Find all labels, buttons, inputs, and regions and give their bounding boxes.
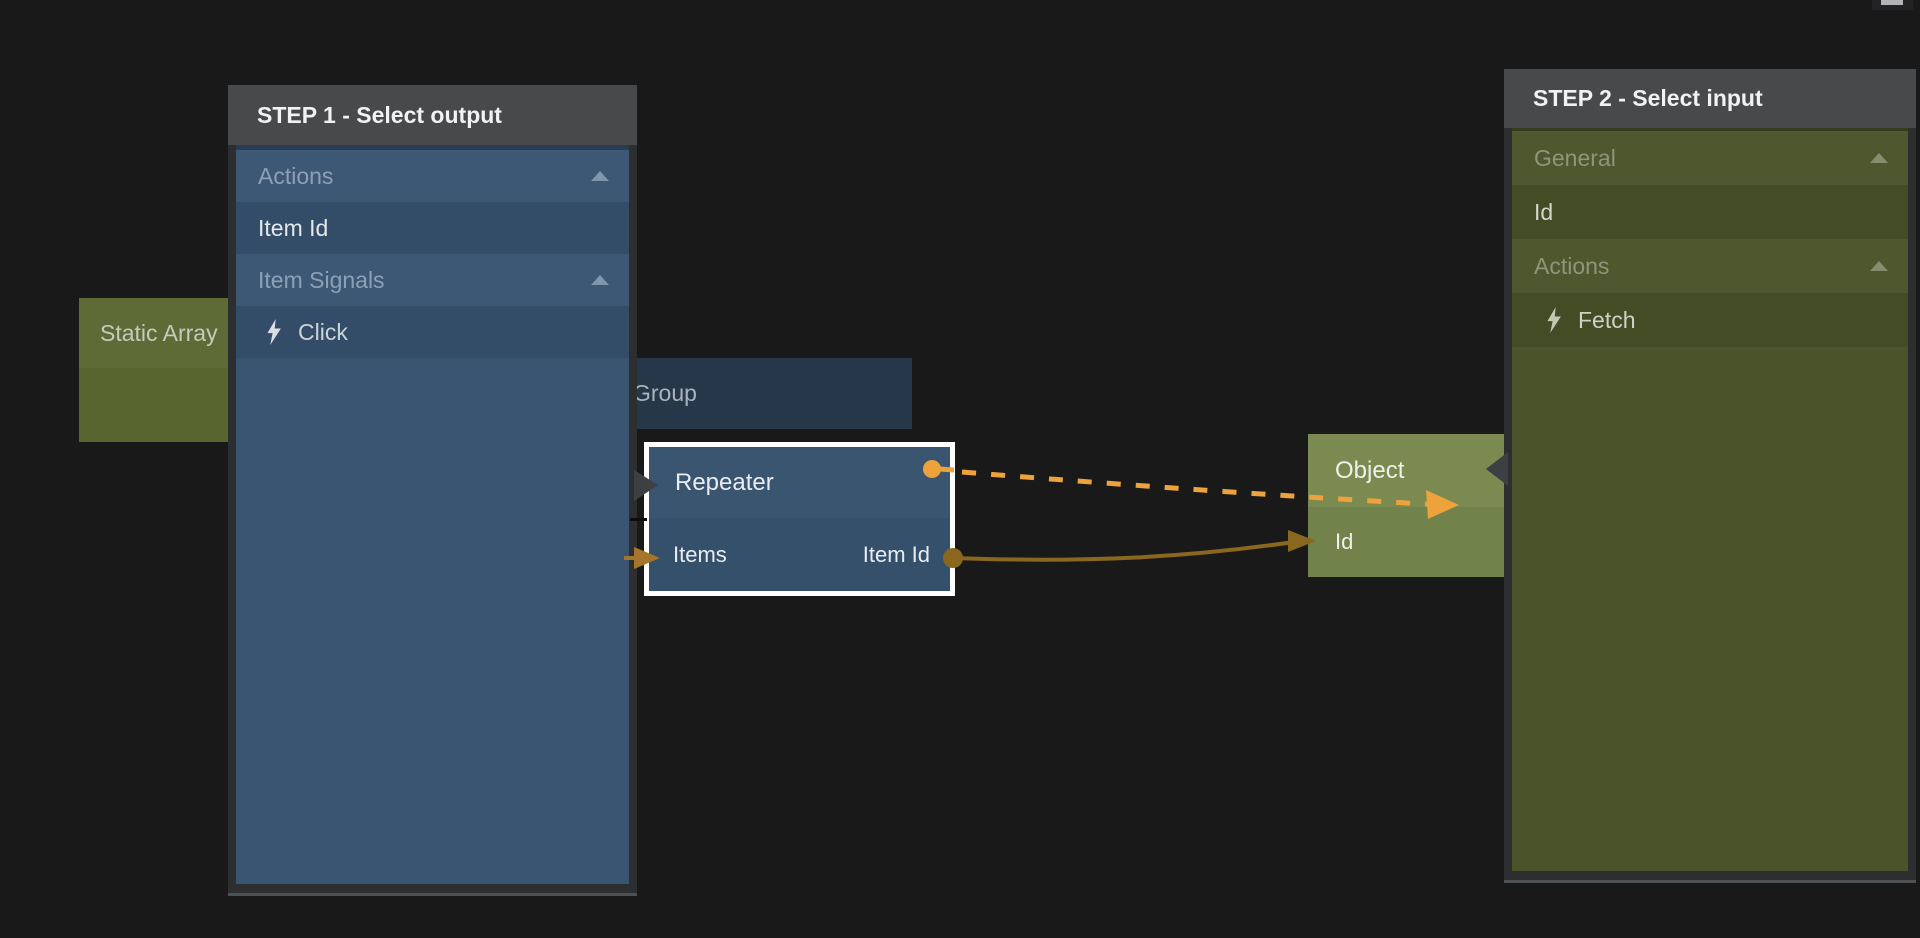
node-title: Repeater — [675, 468, 774, 496]
node-static-array[interactable]: Static Array — [79, 298, 249, 442]
row-item-id[interactable]: Item Id — [236, 202, 629, 254]
lightning-icon — [1547, 307, 1561, 333]
row-item-signals-section[interactable]: Item Signals — [236, 254, 629, 306]
node-repeater-header: Repeater — [649, 447, 950, 518]
row-label: General — [1534, 144, 1616, 171]
row-label: Actions — [258, 162, 334, 189]
node-object-header: Object — [1308, 434, 1505, 507]
step1-output-picker-panel: STEP 1 - Select output Actions Item Id I… — [228, 85, 637, 893]
node-group[interactable]: Group — [608, 358, 912, 429]
node-object[interactable]: Object Id — [1308, 434, 1505, 577]
row-fetch-signal[interactable]: Fetch — [1512, 293, 1908, 347]
chevron-up-icon — [1870, 153, 1888, 163]
step1-panel-title: STEP 1 - Select output — [257, 101, 502, 128]
lightning-icon — [267, 319, 281, 345]
node-title: Static Array — [100, 319, 218, 346]
step2-panel-title: STEP 2 - Select input — [1533, 85, 1763, 111]
node-repeater-ports: Items Item Id — [649, 518, 950, 591]
port-items[interactable]: Items — [673, 541, 727, 567]
step2-panel-body: General Id Actions Fetch — [1512, 128, 1908, 871]
row-label: Id — [1534, 198, 1554, 225]
node-object-body: Id — [1308, 507, 1505, 577]
solid-connection-line — [952, 540, 1295, 562]
chevron-up-icon — [1870, 261, 1888, 271]
chevron-up-icon — [591, 275, 609, 285]
row-label: Click — [298, 318, 348, 345]
port-item-id[interactable]: Item Id — [862, 541, 930, 567]
row-id[interactable]: Id — [1512, 185, 1908, 239]
port-id[interactable]: Id — [1335, 529, 1354, 554]
row-label: Fetch — [1578, 306, 1636, 333]
step1-panel-body: Actions Item Id Item Signals Click — [236, 145, 629, 884]
node-static-array-header: Static Array — [79, 298, 249, 368]
node-title: Group — [633, 380, 697, 406]
row-actions-section[interactable]: Actions — [1512, 239, 1908, 293]
chevron-up-icon — [591, 171, 609, 181]
row-label: Actions — [1534, 252, 1610, 279]
step1-panel-header: STEP 1 - Select output — [228, 85, 637, 145]
scrollbar-thumb[interactable] — [1881, 0, 1903, 5]
node-title: Object — [1335, 456, 1405, 484]
step2-input-picker-panel: STEP 2 - Select input General Id Actions… — [1504, 69, 1916, 880]
row-click-signal[interactable]: Click — [236, 306, 629, 358]
row-label: Item Id — [258, 214, 329, 241]
node-static-array-body — [79, 368, 249, 442]
row-label: Item Signals — [258, 266, 385, 293]
canvas-scrollbar — [1872, 0, 1913, 10]
node-repeater[interactable]: Repeater Items Item Id — [644, 442, 955, 596]
row-general-section[interactable]: General — [1512, 131, 1908, 185]
row-actions-section[interactable]: Actions — [236, 150, 629, 202]
step2-panel-header: STEP 2 - Select input — [1504, 69, 1916, 128]
